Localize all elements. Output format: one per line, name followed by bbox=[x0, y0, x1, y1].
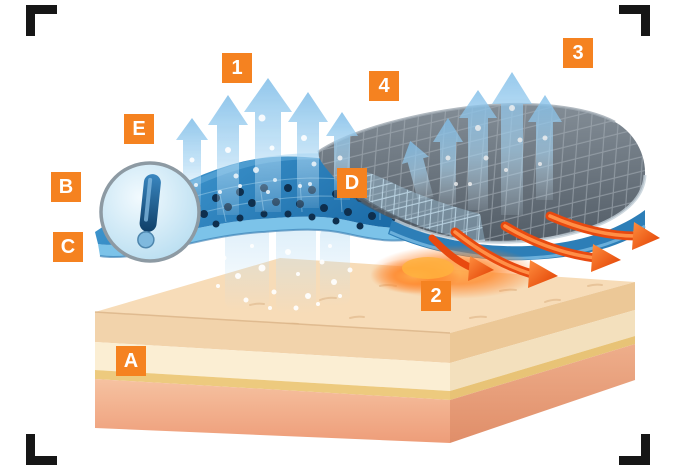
label-a-skin: A bbox=[116, 346, 146, 376]
vapor-arrows-right bbox=[401, 72, 562, 215]
label-e-magnifier: E bbox=[124, 114, 154, 144]
label-b-fiber-outer: B bbox=[51, 172, 81, 202]
moisture-droplets bbox=[203, 235, 353, 311]
label-4-membrane: 4 bbox=[369, 71, 399, 101]
crop-mark-bottom-left bbox=[26, 434, 57, 465]
moisture-columns bbox=[225, 218, 350, 314]
label-2-heat: 2 bbox=[421, 281, 451, 311]
label-3-air: 3 bbox=[563, 38, 593, 68]
skin-layer bbox=[94, 258, 635, 443]
crop-mark-bottom-right bbox=[619, 434, 650, 465]
fiber-detail bbox=[137, 174, 161, 249]
crop-mark-top-right bbox=[619, 5, 650, 36]
magnifier-detail bbox=[99, 161, 201, 263]
label-d-perforated: D bbox=[337, 168, 367, 198]
label-c-fiber-inner: C bbox=[53, 232, 83, 262]
heat-arrows bbox=[428, 211, 660, 288]
vapor-arrows-left bbox=[176, 78, 358, 215]
crop-mark-top-left bbox=[26, 5, 57, 36]
label-1-vapor: 1 bbox=[222, 53, 252, 83]
